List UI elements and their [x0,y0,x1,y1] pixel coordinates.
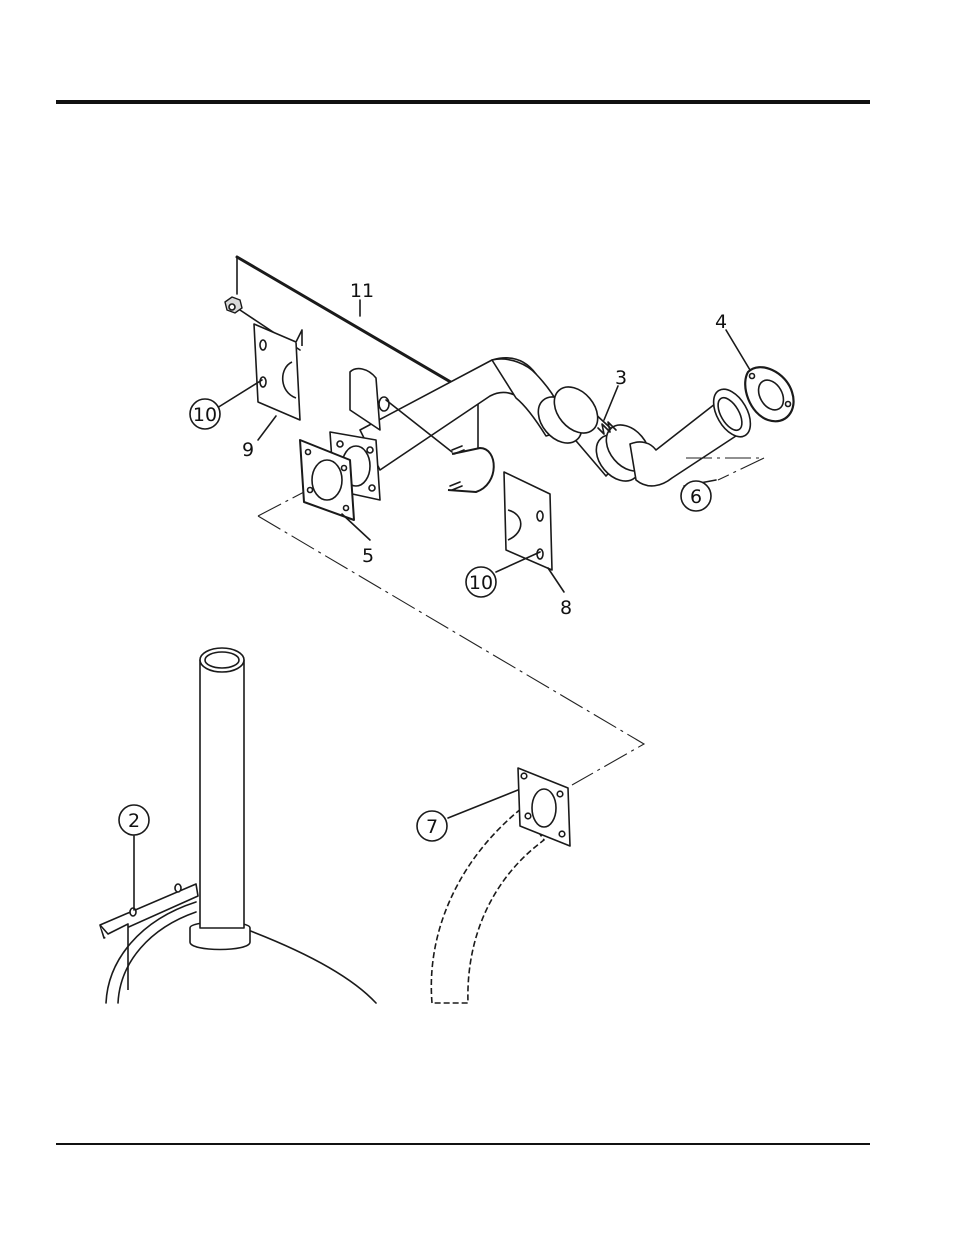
callout-2: 2 [119,805,149,835]
callout-label: 7 [426,816,438,838]
label-9: 9 [242,439,254,461]
callout-label: 2 [128,810,140,832]
label-4: 4 [715,311,727,333]
callout-10-upper: 10 [190,399,220,429]
outlet-pipe-6 [630,383,758,486]
inlet-pipe-7 [431,768,570,1003]
label-11: 11 [350,280,374,302]
clamp-plate-8 [504,472,552,570]
label-5: 5 [362,545,374,567]
callout-6: 6 [681,481,711,511]
clamp-plate-9 [254,324,302,420]
callout-10-lower: 10 [466,567,496,597]
label-3: 3 [615,367,627,389]
callout-7: 7 [417,811,447,841]
callout-label: 10 [193,404,217,426]
callout-label: 10 [469,572,493,594]
label-8: 8 [560,597,572,619]
callout-label: 6 [690,486,702,508]
gasket-4 [745,367,793,421]
tailpipe [190,648,250,950]
